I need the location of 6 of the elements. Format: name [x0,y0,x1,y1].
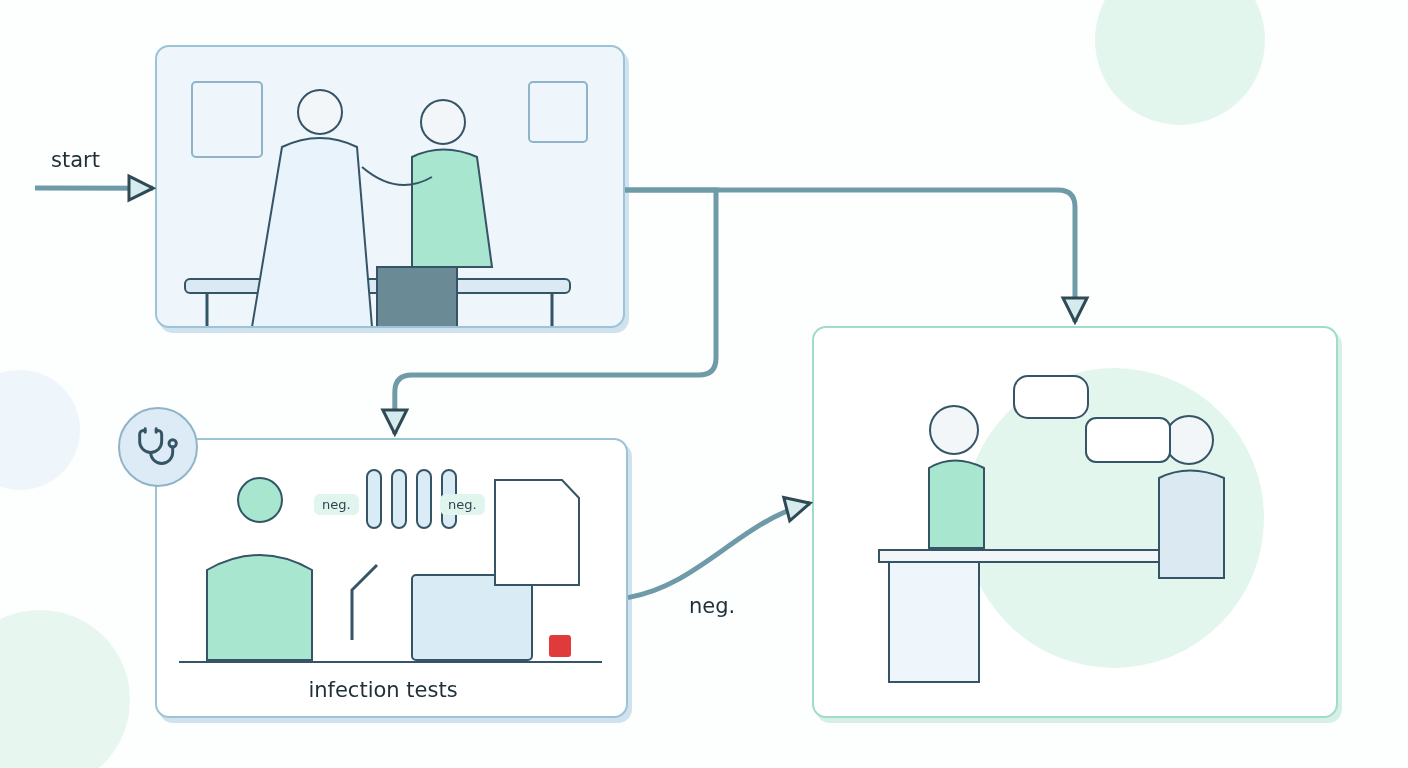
result-tag: neg. [440,494,485,515]
panel-caption: infection tests [308,678,458,702]
flow-arrow [381,187,719,436]
flow-arrow [35,174,155,202]
result-tag: neg. [314,494,359,515]
flow-arrow [627,497,812,601]
